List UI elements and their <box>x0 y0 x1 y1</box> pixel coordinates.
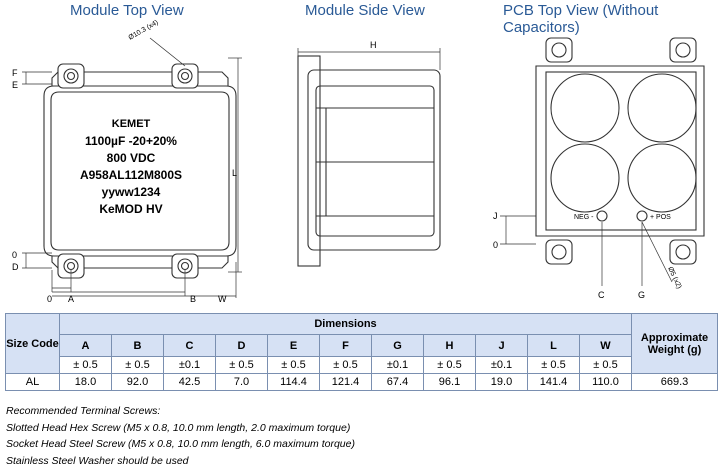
tolerance-cell: ± 0.5 <box>112 357 164 374</box>
dimensions-header: Dimensions <box>60 314 632 335</box>
note-line: Socket Head Steel Screw (M5 x 0.8, 10.0 … <box>6 436 355 453</box>
size-code-cell: AL <box>6 374 60 391</box>
value-cell: 96.1 <box>424 374 476 391</box>
note-line: Slotted Head Hex Screw (M5 x 0.8, 10.0 m… <box>6 420 355 437</box>
neg-terminal <box>597 211 607 221</box>
pcb-ear-br <box>670 240 696 264</box>
dim-label-C: C <box>598 290 605 300</box>
technical-drawing: F E 0 D L 0 A B W Ø10.3 (x4) KEMET 1100µ… <box>0 0 726 312</box>
value-cell: 110.0 <box>580 374 632 391</box>
dim-label-G: G <box>638 290 645 300</box>
label-line-1: KEMET <box>112 118 151 130</box>
tolerance-cell: ± 0.5 <box>320 357 372 374</box>
column-header: G <box>372 335 424 357</box>
column-header: L <box>528 335 580 357</box>
dim-label-E: E <box>12 80 18 90</box>
column-header: D <box>216 335 268 357</box>
value-cell: 121.4 <box>320 374 372 391</box>
dim-label-A: A <box>68 294 74 304</box>
value-cell: 67.4 <box>372 374 424 391</box>
column-header: E <box>268 335 320 357</box>
column-header: A <box>60 335 112 357</box>
notes-heading: Recommended Terminal Screws: <box>6 403 355 420</box>
dim-label-zero-x: 0 <box>47 294 52 304</box>
column-header: J <box>476 335 528 357</box>
dim-label-W: W <box>218 294 227 304</box>
label-line-4: A958AL112M800S <box>80 168 182 182</box>
label-line-6: KeMOD HV <box>99 202 162 216</box>
column-header: F <box>320 335 372 357</box>
tolerance-cell: ± 0.5 <box>216 357 268 374</box>
tolerance-cell: ±0.1 <box>476 357 528 374</box>
pcb-board <box>546 72 696 230</box>
capacitor-pad-2 <box>628 74 696 142</box>
value-cell: 7.0 <box>216 374 268 391</box>
mounting-ear-tl <box>58 64 84 88</box>
dimensions-table: Size Code Dimensions Approximate Weight … <box>5 313 718 391</box>
column-header: H <box>424 335 476 357</box>
capacitor-pad-1 <box>551 74 619 142</box>
pin-diameter-label: Ø5 (x2) <box>666 266 682 290</box>
column-header: C <box>164 335 216 357</box>
pos-terminal <box>637 211 647 221</box>
tolerance-cell: ± 0.5 <box>580 357 632 374</box>
tolerance-cell: ± 0.5 <box>424 357 476 374</box>
weight-header: Approximate Weight (g) <box>632 314 718 374</box>
mounting-ear-tr <box>172 64 198 88</box>
label-line-2: 1100µF -20+20% <box>85 134 177 148</box>
neg-label: NEG - <box>574 214 594 221</box>
dim-label-zero-pcb: 0 <box>493 240 498 250</box>
dim-label-F: F <box>12 68 18 78</box>
dim-label-D: D <box>12 262 19 272</box>
dim-label-zero: 0 <box>12 250 17 260</box>
tolerance-cell: ± 0.5 <box>60 357 112 374</box>
label-line-3: 800 VDC <box>107 151 156 165</box>
value-cell: 19.0 <box>476 374 528 391</box>
table-row: AL 18.0 92.0 42.5 7.0 114.4 121.4 67.4 9… <box>6 374 718 391</box>
tolerance-cell: ±0.1 <box>372 357 424 374</box>
module-side-view <box>298 48 440 266</box>
value-cell: 18.0 <box>60 374 112 391</box>
side-body <box>308 70 440 250</box>
pcb-dim-labels: J 0 C G NEG - + POS Ø5 (x2) <box>493 211 682 300</box>
label-line-5: yyww1234 <box>102 185 161 199</box>
dim-label-B: B <box>190 294 196 304</box>
hole-diameter-label: Ø10.3 (x4) <box>128 19 160 42</box>
value-cell: 114.4 <box>268 374 320 391</box>
tolerance-cell: ± 0.5 <box>528 357 580 374</box>
weight-cell: 669.3 <box>632 374 718 391</box>
value-cell: 42.5 <box>164 374 216 391</box>
terminal-screw-notes: Recommended Terminal Screws: Slotted Hea… <box>6 403 355 469</box>
tolerance-cell: ±0.1 <box>164 357 216 374</box>
value-cell: 92.0 <box>112 374 164 391</box>
dim-label-L: L <box>232 168 237 178</box>
capacitor-pad-4 <box>628 144 696 212</box>
pcb-ear-tr <box>670 38 696 62</box>
dim-label-H: H <box>370 40 377 50</box>
column-header: W <box>580 335 632 357</box>
tolerance-cell: ± 0.5 <box>268 357 320 374</box>
value-cell: 141.4 <box>528 374 580 391</box>
pcb-top-view <box>500 38 704 286</box>
pcb-ear-tl <box>546 38 572 62</box>
pcb-outline <box>536 66 704 236</box>
dim-label-J: J <box>493 211 498 221</box>
pos-label: + POS <box>650 214 671 221</box>
pcb-ear-bl <box>546 240 572 264</box>
size-code-header: Size Code <box>6 314 60 374</box>
column-header: B <box>112 335 164 357</box>
capacitor-pad-3 <box>551 144 619 212</box>
